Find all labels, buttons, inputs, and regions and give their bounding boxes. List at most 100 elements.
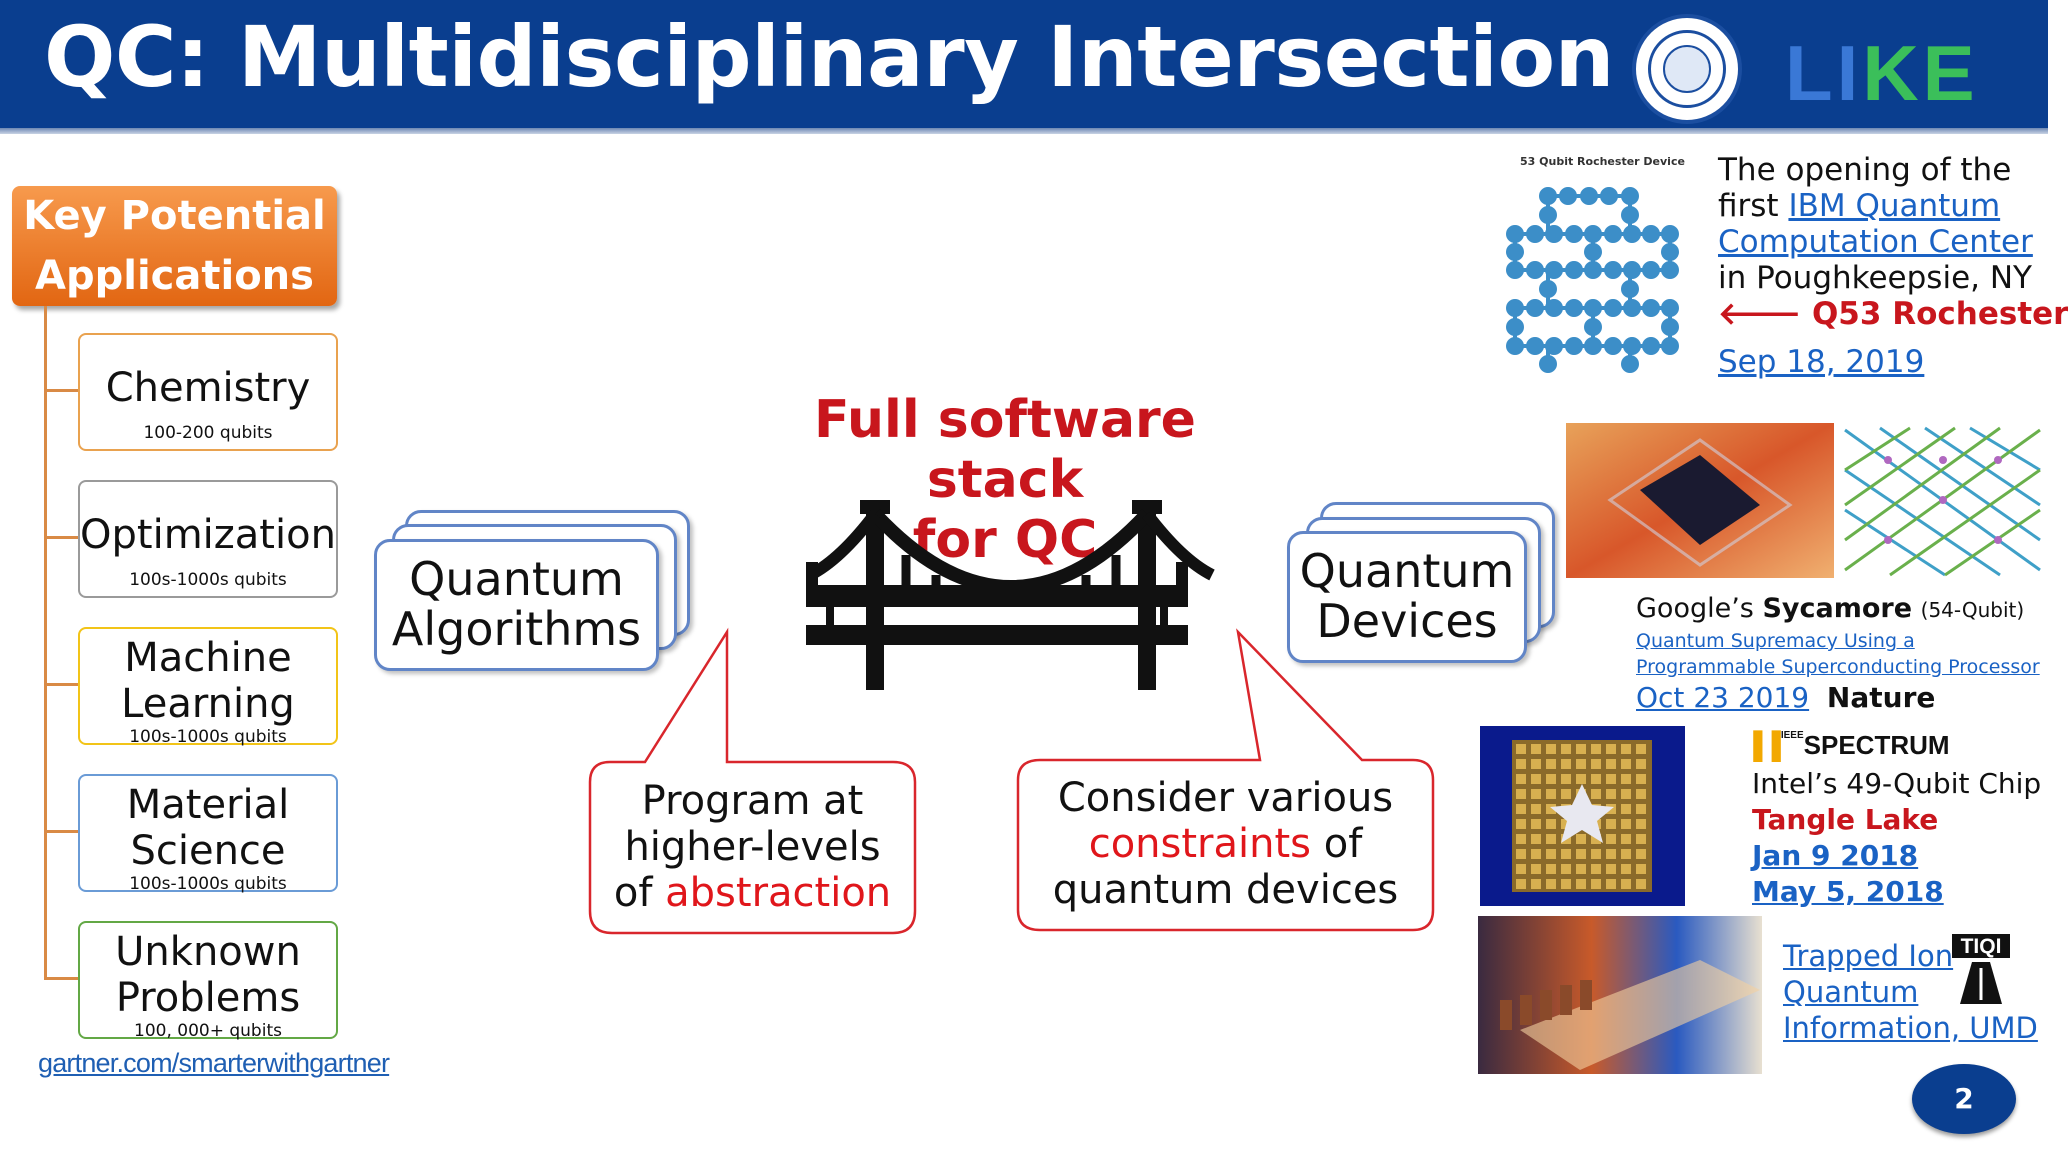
intel-qubit-pad (1636, 789, 1646, 799)
intel-qubit-pad (1531, 834, 1541, 844)
ibm-quantum-link[interactable]: IBM Quantum (1788, 188, 2001, 224)
devices-line1: Quantum (1299, 544, 1515, 598)
intel-qubit-pad (1516, 849, 1526, 859)
callout-right-line2-post: of (1311, 821, 1363, 867)
tiqi-logo: TIQI (1950, 932, 2012, 1006)
intel-qubit-pad (1546, 759, 1556, 769)
ibm-text: The opening of the first IBM Quantum Com… (1718, 152, 2068, 332)
application-name: Machine (124, 635, 292, 681)
intel-qubit-pad (1636, 744, 1646, 754)
callout-right-line2: constraints of (1018, 821, 1433, 867)
stack-title-line2: for QC (912, 510, 1098, 570)
tree-branch (44, 977, 79, 980)
application-name: Optimization (80, 512, 336, 558)
intel-qubit-pad (1621, 849, 1631, 859)
ibm-q53-label: Q53 Rochester (1811, 296, 2068, 332)
ieee-label: IEEE (1780, 730, 1804, 741)
google-paper-link-line2[interactable]: Programmable Superconducting Processor (1636, 656, 2040, 678)
application-qubits: 100s-1000s qubits (129, 727, 287, 747)
ibm-computation-center-link[interactable]: Computation Center (1718, 224, 2033, 260)
intel-qubit-pad (1636, 864, 1646, 874)
key-applications-box: Key Potential Applications (12, 186, 337, 306)
intel-qubit-pad (1591, 864, 1601, 874)
intel-qubit-pad (1531, 819, 1541, 829)
application-name: Unknown (115, 929, 301, 975)
intel-qubit-pad (1636, 759, 1646, 769)
intel-qubit-pad (1546, 819, 1556, 829)
intel-qubit-pad (1531, 804, 1541, 814)
intel-qubit-pad (1606, 819, 1616, 829)
page-number-badge: 2 (1912, 1064, 2016, 1134)
header-bar: QC: Multidisciplinary Intersection LIKE (0, 0, 2048, 128)
intel-qubit-pad (1531, 879, 1541, 889)
intel-qubit-pad (1561, 744, 1571, 754)
intel-qubit-pad (1636, 819, 1646, 829)
bridge-icon (806, 500, 1215, 690)
intel-date2-link[interactable]: May 5, 2018 (1752, 875, 1944, 908)
intel-qubit-pad (1516, 789, 1526, 799)
intel-qubit-pad (1531, 849, 1541, 859)
sycamore-chip-image (1566, 423, 2048, 578)
devices-card (1287, 531, 1527, 663)
devices-line2: Devices (1316, 594, 1498, 648)
application-name-line2: Science (130, 828, 286, 874)
intel-qubit-pad (1516, 759, 1526, 769)
callout-left: Program at higher-levels of abstraction (590, 778, 915, 916)
intel-qubit-pad (1636, 849, 1646, 859)
intel-date1-link[interactable]: Jan 9 2018 (1752, 839, 1919, 872)
ibm-date-link[interactable]: Sep 18, 2019 (1718, 344, 1925, 380)
intel-qubit-pad (1621, 834, 1631, 844)
sycamore-name: Sycamore (1762, 593, 1913, 624)
algorithms-card-text: Quantum Algorithms (374, 554, 659, 654)
intel-qubit-pad (1606, 849, 1616, 859)
google-date-link[interactable]: Oct 23 2019 (1636, 681, 1810, 714)
intel-qubit-pad (1591, 744, 1601, 754)
left-arrow-icon: 🡐 (1718, 296, 1802, 332)
intel-qubit-pad (1621, 864, 1631, 874)
intel-qubit-pad (1531, 774, 1541, 784)
algorithms-line2: Algorithms (391, 602, 642, 656)
application-qubits: 100, 000+ qubits (134, 1021, 282, 1041)
umd-link-line2[interactable]: Quantum (1783, 975, 1919, 1009)
intel-qubit-pad (1591, 759, 1601, 769)
application-material-science: Material Science 100s-1000s qubits (78, 774, 338, 894)
tree-branch (44, 389, 79, 392)
intel-text: Intel’s 49-Qubit Chip Tangle Lake Jan 9 … (1752, 766, 2041, 910)
gartner-source-link[interactable]: gartner.com/smarterwithgartner (38, 1048, 390, 1078)
callout-right-line1: Consider various (1057, 775, 1394, 821)
intel-qubit-pad (1576, 849, 1586, 859)
intel-qubit-pad (1516, 834, 1526, 844)
intel-qubit-pad (1531, 864, 1541, 874)
intel-qubit-pad (1546, 789, 1556, 799)
intel-qubit-pad (1621, 744, 1631, 754)
callout-left-line2: higher-levels (624, 824, 881, 870)
intel-qubit-pad (1621, 804, 1631, 814)
application-name: Chemistry (105, 365, 311, 411)
google-name-pre: Google’s (1636, 593, 1763, 624)
intel-qubit-pad (1516, 864, 1526, 874)
intel-qubit-pad (1606, 744, 1616, 754)
intel-qubit-pad (1591, 789, 1601, 799)
intel-qubit-pad (1561, 819, 1571, 829)
umd-link-line1[interactable]: Trapped Ion (1783, 939, 1954, 973)
intel-qubit-pad (1546, 774, 1556, 784)
intel-qubit-pad (1561, 849, 1571, 859)
application-machine-learning: Machine Learning 100s-1000s qubits (78, 627, 338, 747)
intel-qubit-pad (1636, 879, 1646, 889)
university-seal-logo (1632, 14, 1742, 124)
intel-qubit-pad (1606, 834, 1616, 844)
intel-qubit-pad (1621, 819, 1631, 829)
application-name-line2: Learning (121, 681, 295, 727)
intel-qubit-pad (1546, 879, 1556, 889)
application-name-line2: Problems (115, 975, 301, 1021)
intel-qubit-pad (1621, 774, 1631, 784)
intel-qubit-pad (1516, 774, 1526, 784)
google-paper-link-line1[interactable]: Quantum Supremacy Using a (1636, 630, 1915, 652)
trapped-ion-image (1478, 916, 1762, 1074)
intel-qubit-pad (1561, 879, 1571, 889)
application-name: Material (126, 782, 290, 828)
umd-link-line3[interactable]: Information, UMD (1783, 1011, 2038, 1045)
intel-qubit-pad (1606, 864, 1616, 874)
intel-qubit-pad (1546, 864, 1556, 874)
lab-logo: LIKE (1785, 29, 1979, 117)
